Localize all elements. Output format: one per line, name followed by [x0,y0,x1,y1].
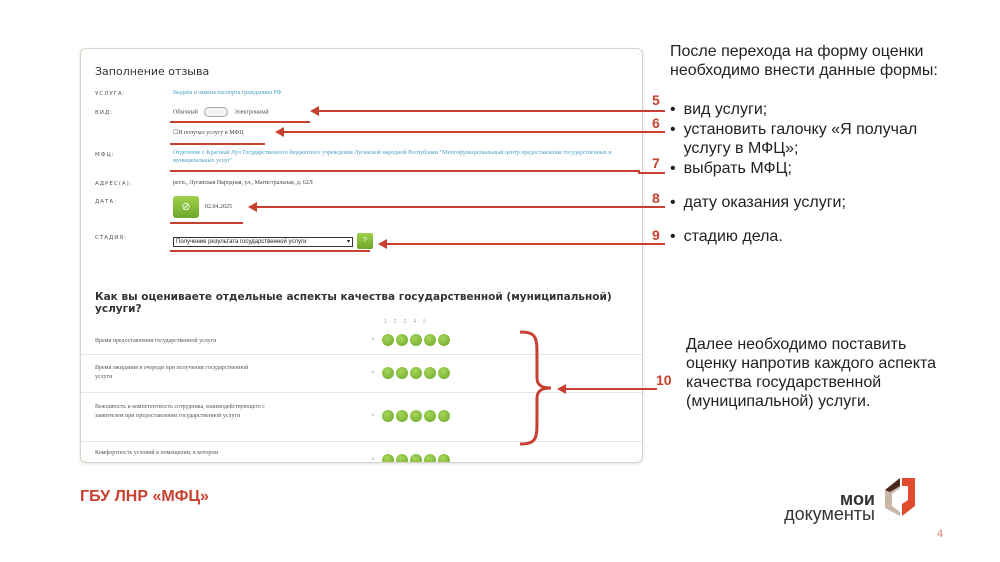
rating-dot[interactable] [437,454,450,462]
clear-icon[interactable]: × [371,457,375,463]
rating-dot[interactable] [437,410,450,422]
chevron-down-icon: ▾ [346,239,350,245]
received-in-mfc-checkbox[interactable]: ☐Я получал услугу в МФЦ [173,129,244,137]
rating-row-dots[interactable]: × [371,334,450,346]
row-divider [81,354,642,355]
stage-select-value: Получение результата государственной усл… [176,239,307,245]
org-name: ГБУ ЛНР «МФЦ» [80,488,209,505]
rating-dot[interactable] [423,454,436,462]
rating-dot[interactable] [423,334,436,346]
step-number-7: 7 [652,155,660,171]
stage-help-button[interactable]: ? [357,233,373,249]
rating-dot[interactable] [437,367,450,379]
checkbox-label: Я получал услугу в МФЦ [178,130,244,136]
scale-2: 2 [393,319,397,325]
service-link[interactable]: Выдача и замена паспорта гражданина РФ [173,90,282,96]
toggle-switch[interactable] [203,107,228,117]
rating-dot[interactable] [395,454,408,462]
rating-dot[interactable] [381,367,394,379]
moi-dokumenty-logo: мои документы [760,489,875,524]
scale-5: 5 [423,319,426,325]
step-number-5: 5 [652,92,660,108]
rating-dot[interactable] [395,410,408,422]
stage-select[interactable]: Получение результата государственной усл… [173,237,353,247]
rating-dot[interactable] [423,410,436,422]
rating-row-dots[interactable]: × [371,367,450,379]
step-number-8: 8 [652,190,660,206]
stage-label: СТАДИЯ: [95,235,128,241]
service-label: УСЛУГА: [95,91,126,97]
highlight-underline [170,250,370,252]
instructions-list: •вид услуги; •установить галочку «Я полу… [670,100,970,246]
rating-question: Как вы оцениваете отдельные аспекты каче… [95,291,612,315]
rating-row-label: Время предоставления государственной усл… [95,338,217,344]
rating-dot[interactable] [409,367,422,379]
mfc-link[interactable]: Отделение г. Красный Луч Государственног… [173,150,612,164]
arrow-10 [557,384,657,394]
type-option-regular: Обычный [173,109,198,116]
rating-dot[interactable] [409,454,422,462]
rating-dot[interactable] [409,334,422,346]
instruction-item: дату оказания услуги; [683,194,846,211]
row-divider [81,392,642,393]
rating-dot[interactable] [381,410,394,422]
instructions-intro: После перехода на форму оценки необходим… [670,43,938,79]
step-number-6: 6 [652,115,660,131]
arrow-8 [248,202,665,212]
highlight-underline [170,170,640,172]
logo-text-bottom: документы [784,504,875,524]
step-number-10: 10 [656,372,672,388]
mfc-label: МФЦ: [95,152,115,158]
page-number: 4 [937,528,944,540]
checkbox-icon[interactable]: ☐ [173,130,179,136]
type-option-electronic: Электронный [233,109,269,116]
rating-row-dots[interactable]: × [371,454,450,463]
form-screenshot: Заполнение отзыва УСЛУГА: Выдача и замен… [80,48,643,463]
logo-text-top: мои [839,489,875,509]
highlight-underline [170,143,265,145]
rating-dot[interactable] [437,334,450,346]
highlight-underline [170,121,310,123]
rating-row-label: Вежливость и компетентность сотрудника, … [95,404,265,419]
clear-icon[interactable]: × [371,370,375,376]
logo-shield-icon [885,478,915,516]
type-label: ВИД: [95,110,114,116]
rating-dot[interactable] [395,367,408,379]
instructions-rating: Далее необходимо поставить оценку напрот… [686,336,936,410]
type-toggle[interactable]: Обычный Электронный [173,107,269,117]
rating-dot[interactable] [395,334,408,346]
date-label: ДАТА: [95,199,118,205]
clear-icon[interactable]: × [371,413,375,419]
address-value: респ., Луганская Народная, ул., Магистра… [173,180,313,186]
arrow-5 [310,106,665,116]
calendar-button[interactable]: ⊘ [173,196,199,218]
arrow-7 [638,172,665,174]
instruction-item: вид услуги; [683,101,768,118]
row-divider [81,441,642,442]
clear-icon[interactable]: × [371,337,375,343]
rating-dot[interactable] [423,367,436,379]
scale-1: 1 [384,319,387,325]
arrow-9 [378,239,665,249]
rating-row-label: Время ожидания в очереди при получении г… [95,365,249,380]
instruction-item: выбрать МФЦ; [683,160,792,177]
address-label: АДРЕС(А): [95,181,133,187]
date-value: 02.04.2025 [205,204,232,210]
brace-icon [519,330,552,446]
scale-3: 3 [403,319,407,325]
rating-row-label: Комфортность условий в помещении, в кото… [95,450,219,456]
instruction-item: установить галочку «Я получал услугу в М… [683,121,918,157]
arrow-6 [275,127,665,137]
scale-4: 4 [413,319,417,325]
form-title: Заполнение отзыва [95,65,210,78]
rating-dot[interactable] [409,410,422,422]
rating-row-dots[interactable]: × [371,410,450,422]
calendar-icon: ⊘ [181,201,191,213]
instruction-item: стадию дела. [683,228,783,245]
rating-dot[interactable] [381,334,394,346]
highlight-underline [170,222,243,224]
step-number-9: 9 [652,227,660,243]
rating-dot[interactable] [381,454,394,462]
